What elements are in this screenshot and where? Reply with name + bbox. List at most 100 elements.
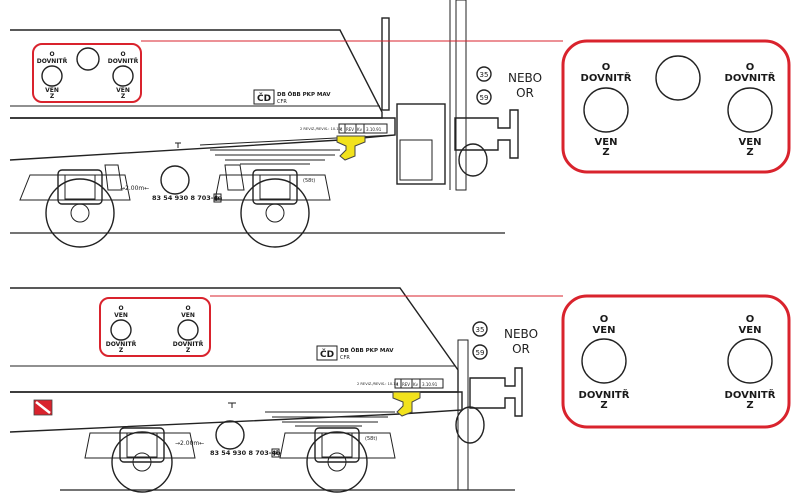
upper-operators-line2: CFR [277, 99, 287, 105]
upper-wagon: 83 54 930 8 703-4a P →2.00m← (58t) ČD DB… [9, 0, 791, 248]
upper-bogie-part2 [224, 164, 245, 191]
upper-buffer-box [399, 139, 433, 181]
lower-large-right-mid: VEN [739, 325, 762, 336]
upper-operator-logo: ČD [257, 92, 271, 104]
lower-badge-35 [472, 321, 488, 337]
lower-warning-stripe [35, 401, 51, 414]
upper-large-left-circle [583, 87, 629, 133]
lower-number-box [271, 448, 280, 458]
lower-small-right-top: O [185, 305, 190, 312]
upper-large-center-circle [655, 55, 701, 101]
upper-operator-logo-box [253, 89, 275, 105]
upper-badge-35 [476, 66, 492, 82]
upper-handrail [381, 17, 390, 111]
lower-yellow-hook [392, 391, 421, 417]
lower-small-left-mid: VEN [114, 312, 128, 319]
upper-spring [210, 149, 340, 165]
lower-wagon-number: 83 54 930 8 703-4b [210, 449, 281, 457]
upper-or-line1: NEBO [508, 71, 542, 85]
lower-large-right-bot2: Z [746, 400, 753, 411]
upper-distance-mark: →2.00m← [120, 185, 149, 192]
upper-large-right-mid: DOVNITŘ [725, 71, 776, 84]
lower-small-right-bot1: DOVNITŘ [173, 341, 204, 348]
lower-small-left-top: O [118, 305, 123, 312]
upper-bogie-part [104, 164, 123, 191]
lower-small-right-circle [177, 319, 199, 341]
upper-small-left-bot2: Z [50, 93, 55, 100]
lower-badge-top: 35 [476, 326, 485, 334]
lower-rev-cell-2: Kv [413, 382, 419, 387]
upper-large-left-top: O [602, 62, 611, 73]
upper-small-left-bot1: VEN [45, 87, 59, 94]
lower-spring [265, 411, 395, 427]
lower-large-left-circle [581, 338, 627, 384]
upper-ladder [455, 0, 467, 191]
lower-rev-cells: 4 REV Kv 3.10.91 [394, 378, 444, 389]
lower-rev-cell-3: 3.10.91 [422, 382, 438, 387]
lower-brake-mark: (58t) [365, 436, 377, 442]
upper-revision-small: 2 REVIZ./REVIS.: 10.14 [300, 127, 342, 131]
upper-rev-cell-1: REV [346, 127, 354, 132]
lower-bogie-right [279, 427, 396, 493]
upper-bogie-left [19, 169, 131, 248]
upper-large-right-bot1: VEN [739, 137, 762, 148]
upper-badge-top: 35 [480, 71, 489, 79]
upper-large-left-bot1: VEN [595, 137, 618, 148]
upper-badge-bottom: 59 [480, 94, 489, 102]
upper-small-left-top: O [49, 51, 54, 58]
upper-bogie-right [214, 169, 331, 248]
lower-large-right-circle [727, 338, 773, 384]
lower-number-box-letter: P [273, 451, 278, 458]
lower-badge-59 [472, 344, 488, 360]
upper-frame-line [199, 134, 396, 146]
upper-operators-line1: DB ÖBB PKP MAV [277, 91, 331, 98]
upper-yellow-hook [336, 135, 366, 161]
upper-buffer [454, 109, 519, 159]
lower-operators-line1: DB ÖBB PKP MAV [340, 347, 394, 354]
upper-small-center-circle [76, 47, 100, 71]
upper-or-line2: OR [516, 86, 534, 100]
upper-small-right-bot1: VEN [116, 87, 130, 94]
upper-rev-cell-0: 4 [340, 127, 343, 132]
lower-badge-bottom: 59 [476, 349, 485, 357]
upper-brake-mark: (58t) [303, 178, 315, 184]
upper-buffer-housing [396, 103, 446, 185]
upper-rev-cells: 4 REV Kv 3.10.91 [338, 123, 388, 134]
lower-small-panel [99, 297, 211, 357]
upper-small-right-top: O [120, 51, 125, 58]
upper-rev-cell-2: Kv [357, 127, 363, 132]
upper-small-left-circle [41, 65, 63, 87]
lower-large-panel [561, 294, 791, 429]
lower-small-left-bot1: DOVNITŘ [106, 341, 137, 348]
lower-rev-cell-1: REV [402, 382, 410, 387]
upper-small-right-mid: DOVNITŘ [108, 58, 139, 65]
lower-rev-cell-0: 4 [396, 382, 399, 387]
upper-small-panel [32, 43, 142, 103]
upper-large-right-top: O [746, 62, 755, 73]
upper-large-panel [561, 39, 791, 174]
lower-revision-small: 2 REVIZ./REVIS.: 10.14 [357, 382, 399, 386]
lower-body-outline [10, 287, 459, 393]
upper-small-right-circle [112, 65, 134, 87]
lower-hub-plate [215, 420, 245, 450]
lower-wagon: 83 54 930 8 703-4b P →2.00m← (58t) ČD DB… [9, 287, 791, 493]
lower-large-left-bot2: Z [600, 400, 607, 411]
lower-small-right-mid: VEN [181, 312, 195, 319]
upper-large-right-circle [727, 87, 773, 133]
upper-coupler [458, 143, 488, 177]
upper-wagon-number: 83 54 930 8 703-4a [152, 194, 222, 202]
lower-buffer [469, 367, 523, 417]
upper-small-right-bot2: Z [121, 93, 126, 100]
lower-large-right-top: O [746, 314, 755, 325]
lower-operator-logo: ČD [320, 348, 334, 360]
upper-hub-plate [160, 165, 190, 195]
lower-large-left-mid: VEN [593, 325, 616, 336]
lower-operators-line2: CFR [340, 355, 350, 361]
upper-small-left-mid: DOVNITŘ [37, 58, 68, 65]
upper-rev-cell-3: 3.10.91 [366, 127, 382, 132]
lower-small-left-circle [110, 319, 132, 341]
upper-large-right-bot2: Z [746, 147, 753, 158]
lower-distance-mark: →2.00m← [175, 440, 204, 447]
lower-bogie-left [84, 427, 196, 493]
